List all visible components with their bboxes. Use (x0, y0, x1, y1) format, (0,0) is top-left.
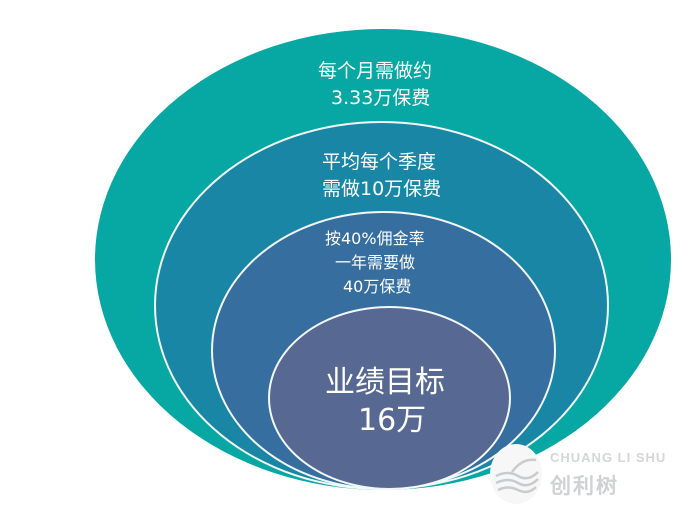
target-label: 业绩目标 16万 (325, 364, 445, 440)
wave-circle-logo-icon (490, 444, 542, 504)
annual-label-line-2: 一年需要做 (335, 253, 416, 272)
quarterly-label-line-2: 需做10万保费 (322, 178, 442, 200)
watermark: CHUANG LI SHU 创利树 (488, 440, 699, 511)
annual-label: 按40%佣金率 一年需要做 40万保费 (325, 227, 425, 299)
monthly-label-line-2: 3.33万保费 (331, 87, 431, 109)
inner-ellipse-target (268, 306, 511, 490)
monthly-label-line-1: 每个月需做约 (318, 60, 433, 82)
quarterly-label-line-1: 平均每个季度 (322, 151, 437, 173)
watermark-text-en: CHUANG LI SHU (550, 450, 667, 465)
annual-label-line-1: 按40%佣金率 (325, 229, 425, 248)
target-label-line-1: 业绩目标 (325, 365, 445, 400)
target-label-line-2: 16万 (358, 403, 427, 438)
monthly-label: 每个月需做约 3.33万保费 (318, 58, 432, 112)
annual-label-line-3: 40万保费 (343, 277, 412, 296)
watermark-text-cn: 创利树 (550, 474, 619, 498)
quarterly-label: 平均每个季度 需做10万保费 (322, 149, 441, 203)
